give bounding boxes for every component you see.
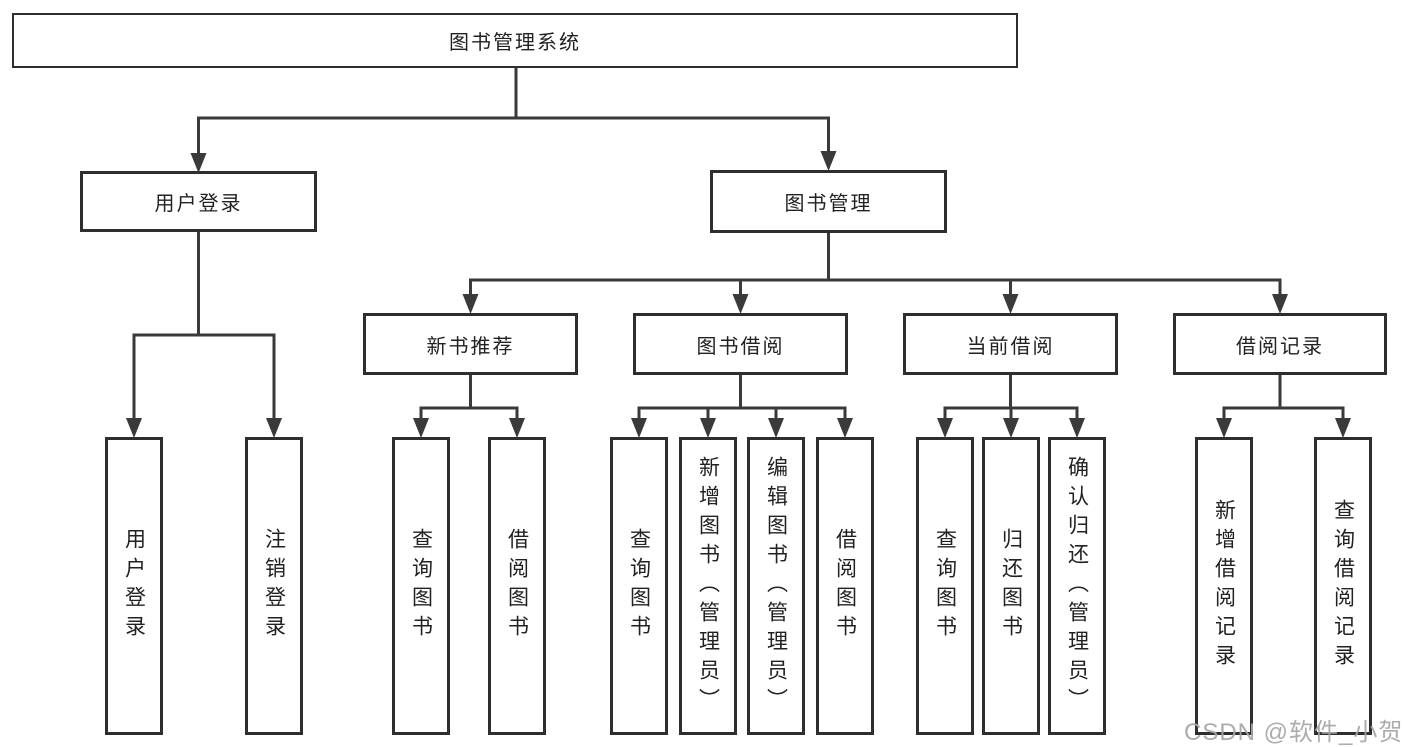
connector-new-book-recommend — [413, 375, 525, 438]
node-confirm-return-admin: 确认归还（管理员） — [1048, 437, 1106, 735]
node-logout: 注销登录 — [245, 437, 303, 735]
connector-user-login — [126, 232, 282, 438]
node-label: 当前借阅 — [966, 335, 1055, 358]
node-new-book-recommend: 新书推荐 — [363, 313, 578, 375]
node-label: 借阅图书 — [833, 528, 857, 644]
node-book-borrow: 图书借阅 — [633, 313, 848, 375]
node-borrow-books: 借阅图书 — [816, 437, 874, 735]
node-label: 查询图书 — [627, 528, 651, 644]
node-return-books: 归还图书 — [982, 437, 1040, 735]
node-label: 查询图书 — [409, 528, 433, 644]
node-label: 新增图书（管理员） — [696, 455, 720, 717]
node-label: 注销登录 — [262, 528, 286, 644]
node-borrow-records: 借阅记录 — [1173, 313, 1387, 375]
node-label: 确认归还（管理员） — [1065, 455, 1089, 717]
connector-book-management — [462, 233, 1288, 314]
node-add-borrow-record: 新增借阅记录 — [1195, 437, 1253, 735]
connector-current-borrow — [937, 375, 1085, 438]
node-borrow-books-recommend: 借阅图书 — [488, 437, 546, 735]
node-query-books-recommend: 查询图书 — [392, 437, 450, 735]
node-user-login-leaf: 用户登录 — [105, 437, 163, 735]
node-label: 新增借阅记录 — [1212, 499, 1236, 673]
node-user-login: 用户登录 — [80, 171, 317, 232]
node-label: 用户登录 — [154, 193, 243, 215]
node-query-books-current: 查询图书 — [916, 437, 974, 735]
node-label: 图书管理系统 — [449, 32, 581, 54]
node-label: 借阅记录 — [1236, 335, 1324, 358]
node-current-borrow: 当前借阅 — [903, 313, 1118, 375]
node-label: 编辑图书（管理员） — [764, 455, 788, 717]
node-edit-books-admin: 编辑图书（管理员） — [747, 437, 805, 735]
node-label: 查询借阅记录 — [1331, 499, 1355, 673]
node-label: 归还图书 — [999, 528, 1023, 644]
node-label: 图书管理 — [784, 193, 873, 215]
node-query-books-borrow: 查询图书 — [610, 437, 668, 735]
node-label: 查询图书 — [933, 528, 957, 644]
node-label: 图书借阅 — [696, 335, 785, 358]
node-label: 借阅图书 — [505, 528, 529, 644]
node-root: 图书管理系统 — [12, 13, 1018, 68]
node-query-borrow-record: 查询借阅记录 — [1314, 437, 1372, 735]
connector-borrow-records — [1216, 375, 1351, 438]
connector-book-borrow — [631, 375, 853, 438]
node-label: 用户登录 — [122, 528, 146, 644]
node-label: 新书推荐 — [426, 335, 515, 358]
connector-root — [190, 68, 837, 173]
watermark-text: CSDN @软件_小贺同学 — [1184, 719, 1405, 746]
node-add-books-admin: 新增图书（管理员） — [679, 437, 737, 735]
node-book-management: 图书管理 — [710, 170, 947, 233]
